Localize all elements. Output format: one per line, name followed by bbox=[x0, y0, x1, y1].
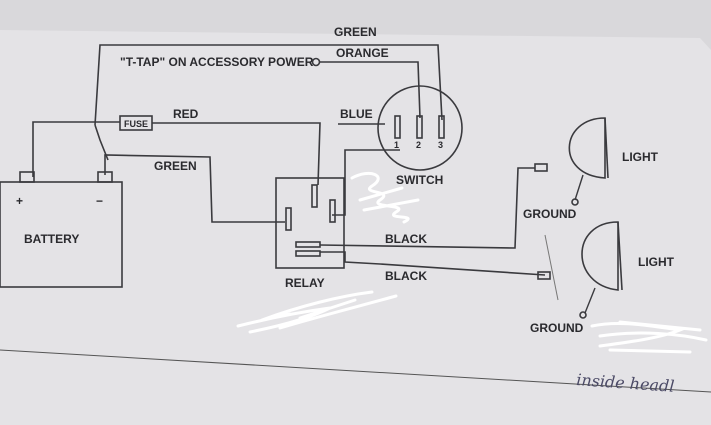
wires bbox=[32, 44, 546, 276]
scribble-redactions bbox=[236, 172, 708, 354]
battery-body bbox=[0, 181, 123, 288]
switch-pin-label-3: 3 bbox=[438, 140, 443, 150]
label-red: RED bbox=[173, 107, 199, 121]
switch-label: SWITCH bbox=[396, 173, 443, 187]
ground-1-label: GROUND bbox=[523, 207, 577, 221]
label-green-top: GREEN bbox=[334, 25, 377, 39]
ttap-terminal bbox=[311, 57, 321, 67]
relay-pin-3 bbox=[285, 207, 292, 231]
paper-edge-line bbox=[0, 349, 711, 393]
battery-plus-sign: + bbox=[16, 194, 23, 208]
relay-pin-4 bbox=[295, 241, 321, 248]
light-2-lens bbox=[581, 221, 619, 291]
scribble-near-ground bbox=[590, 320, 708, 354]
relay-pin-1 bbox=[311, 184, 318, 208]
label-black-2: BLACK bbox=[385, 269, 427, 283]
switch-pin-label-2: 2 bbox=[416, 140, 421, 150]
label-green-mid: GREEN bbox=[154, 159, 197, 173]
switch-pin-3 bbox=[438, 115, 445, 139]
switch: 1 2 3 SWITCH bbox=[377, 85, 463, 187]
relay-label: RELAY bbox=[285, 276, 325, 290]
fuse-label: FUSE bbox=[124, 119, 148, 129]
fuse-box bbox=[119, 115, 153, 131]
light-2-connector bbox=[537, 271, 551, 280]
switch-pin-label-1: 1 bbox=[394, 140, 399, 150]
light-2-ground-ring bbox=[579, 311, 587, 319]
ground-2-label: GROUND bbox=[530, 321, 584, 335]
wire-green-top bbox=[94, 44, 443, 126]
wire-red-2 bbox=[152, 122, 321, 186]
scribble-near-relay bbox=[236, 290, 398, 334]
light-2-ground-wire bbox=[584, 287, 596, 314]
paper-sheet bbox=[0, 30, 711, 425]
light-2-label: LIGHT bbox=[638, 255, 675, 269]
wire-black-2 bbox=[320, 251, 546, 276]
wire-red bbox=[32, 121, 120, 177]
wire-battery-diag bbox=[94, 124, 109, 161]
wire-green-mid bbox=[104, 154, 285, 223]
label-orange: ORANGE bbox=[336, 46, 389, 60]
relay-pin-2 bbox=[329, 199, 336, 223]
battery: + − BATTERY bbox=[0, 171, 123, 288]
wire-relay-switch bbox=[332, 149, 400, 216]
light-1: LIGHT GROUND bbox=[523, 117, 659, 221]
label-ttap: "T-TAP" ON ACCESSORY POWER bbox=[120, 55, 314, 69]
light-2: LIGHT GROUND bbox=[530, 221, 675, 335]
battery-label: BATTERY bbox=[24, 232, 79, 246]
light-1-lens bbox=[568, 117, 606, 179]
label-blue: BLUE bbox=[340, 107, 373, 121]
light-1-ground-wire bbox=[574, 174, 584, 201]
wire-orange bbox=[320, 61, 421, 119]
battery-terminal-plus bbox=[19, 171, 35, 183]
relay-body bbox=[275, 177, 345, 269]
scribble-near-switch bbox=[350, 172, 420, 224]
wire-black-1 bbox=[319, 167, 535, 249]
battery-terminal-minus bbox=[97, 171, 113, 183]
switch-body bbox=[377, 85, 463, 171]
switch-pin-1 bbox=[394, 115, 401, 139]
switch-pin-2 bbox=[416, 115, 423, 139]
pencil-mark bbox=[544, 234, 559, 301]
relay-pin-5 bbox=[295, 250, 321, 257]
battery-minus-sign: − bbox=[96, 194, 103, 208]
light-1-ground-ring bbox=[571, 198, 579, 206]
light-1-rim bbox=[604, 117, 609, 179]
light-2-rim bbox=[617, 221, 623, 291]
relay: RELAY bbox=[275, 177, 345, 290]
light-1-connector bbox=[534, 163, 548, 172]
light-1-label: LIGHT bbox=[622, 150, 659, 164]
label-black-1: BLACK bbox=[385, 232, 427, 246]
